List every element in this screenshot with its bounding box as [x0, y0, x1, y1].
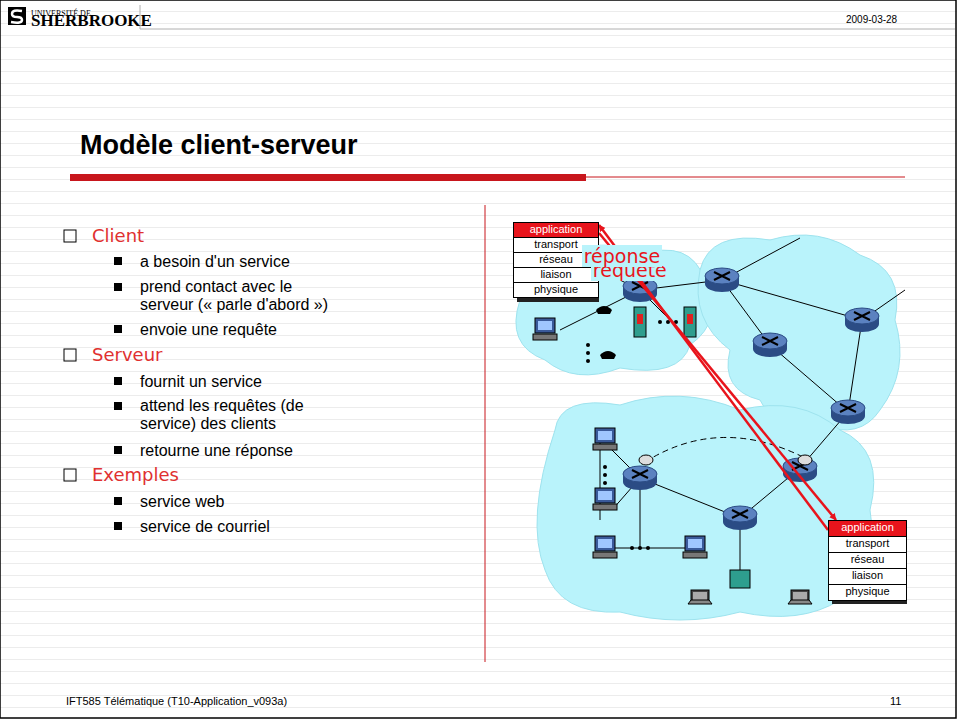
layer-name: application	[829, 521, 906, 534]
protocol-layer-box: application	[828, 520, 907, 537]
layer-name: physique	[514, 283, 598, 296]
layer-name: liaison	[829, 569, 906, 582]
university-name: SHERBROOKE	[31, 11, 152, 31]
protocol-layer-box: application	[513, 222, 599, 238]
protocol-layer-box: physique	[513, 282, 599, 298]
layer-name: physique	[829, 585, 906, 598]
protocol-layer-box: physique	[828, 584, 907, 601]
protocol-layer-box: liaison	[828, 568, 907, 585]
arrow-label: réponse	[582, 245, 662, 267]
bullet-text: a besoin d'un service	[140, 252, 470, 272]
protocol-layer-box: liaison	[513, 267, 599, 283]
bullet-text: retourne une réponse	[140, 441, 470, 461]
bullet-text: attend les requêtes (de service) des cli…	[140, 397, 340, 433]
protocol-layer-box: transport	[828, 536, 907, 553]
bullet-text: fournit un service	[140, 372, 470, 392]
layer-name: liaison	[514, 268, 598, 281]
slide-title: Modèle client-serveur	[80, 130, 358, 161]
bullet-text: prend contact avec le serveur (« parle d…	[140, 278, 340, 314]
page-number: 11	[890, 691, 901, 711]
layer-name: transport	[829, 537, 906, 550]
bullet-heading: Serveur	[92, 345, 162, 365]
date: 2009-03-28	[846, 10, 897, 30]
layer-name: réseau	[829, 553, 906, 566]
bullet-heading: Client	[92, 226, 144, 246]
bullet-text: envoie une requête	[140, 320, 470, 340]
layer-name: application	[514, 223, 598, 236]
bullet-text: service web	[140, 492, 470, 512]
footer-text: IFT585 Télématique (T10-Application_v093…	[66, 691, 287, 711]
bullet-text: service de courriel	[140, 517, 470, 537]
bullet-heading: Exemples	[92, 465, 179, 485]
protocol-layer-box: réseau	[828, 552, 907, 569]
